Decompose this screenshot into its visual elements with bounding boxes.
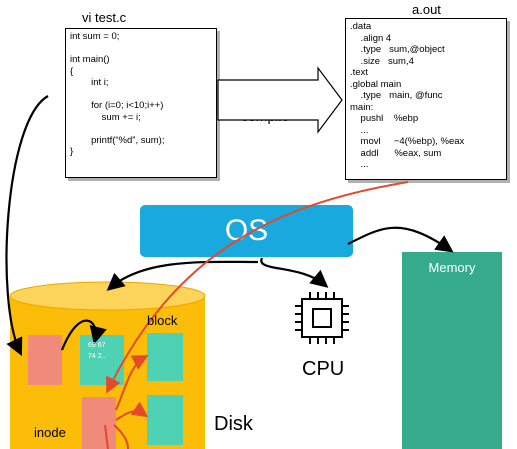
assembly-code-line: pushl %ebp <box>350 113 419 124</box>
os-to-disk-arrow <box>106 260 259 291</box>
source-code-lines: int sum = 0; int main(){ int i; for (i=0;… <box>70 31 212 158</box>
source-code-line: int i; <box>70 77 109 88</box>
assembly-code-line: .size sum,4 <box>350 55 414 67</box>
source-file-title: vi test.c <box>82 10 127 25</box>
source-to-disk-arrow <box>5 95 49 356</box>
assembly-code-line: ... <box>350 124 369 136</box>
inode-block-bottom <box>82 397 116 449</box>
source-code-line: int sum = 0; <box>70 31 120 42</box>
data-block-right-bottom <box>147 395 183 445</box>
cpu-label: CPU <box>302 358 345 380</box>
compile-arrow <box>217 66 343 134</box>
assembly-code-line: addl %eax, sum <box>350 147 442 159</box>
os-to-memory-arrow <box>347 226 454 253</box>
inode-label: inode <box>34 425 66 440</box>
assembly-code-line: ... <box>350 159 369 170</box>
assembly-code-line: .type main, @func <box>350 90 443 101</box>
memory-label: Memory <box>428 260 476 275</box>
source-code-line: printf(“%d”, sum); <box>70 134 165 146</box>
inode-block-top <box>28 335 62 385</box>
source-code-box: int sum = 0; int main(){ int i; for (i=0;… <box>65 28 217 178</box>
inode-to-block-red-arrow-1 <box>115 355 149 411</box>
aout-to-disk-arrow <box>106 181 409 394</box>
os-box: OS <box>140 205 353 257</box>
inode-down-red-arrow-1 <box>104 424 109 449</box>
memory-block: Memory <box>402 252 502 449</box>
inode-to-block-arrow <box>60 319 107 351</box>
assembly-code-line: .data <box>350 21 372 32</box>
assembly-code-line: .text <box>350 67 368 78</box>
assembly-code-box: .data .align 4 .type sum,@object .size s… <box>345 18 507 180</box>
block-label: block <box>147 313 178 328</box>
source-code-line: { <box>70 65 74 77</box>
source-code-line: } <box>70 146 74 157</box>
source-code-line: sum += i; <box>70 111 141 123</box>
disk-label: Disk <box>214 413 253 435</box>
inode-down-red-arrow-2 <box>113 424 129 449</box>
source-code-line: for (i=0; i<10;i++) <box>70 100 164 111</box>
os-to-cpu-arrow <box>260 257 329 288</box>
assembly-code-line: .global main <box>350 78 402 90</box>
source-code-line: int main() <box>70 54 110 65</box>
assembly-code-lines: .data .align 4 .type sum,@object .size s… <box>350 21 502 171</box>
assembly-code-line: movl −4(%ebp), %eax <box>350 136 465 147</box>
os-label: OS <box>224 214 269 247</box>
assembly-code-line: .type sum,@object <box>350 44 445 55</box>
block-content-text-2: 74 2.. <box>88 353 106 360</box>
data-block-right-top <box>147 333 183 381</box>
cpu-icon <box>295 292 349 344</box>
block-content-text-1: 69 67 <box>88 342 106 349</box>
assembly-code-line: main: <box>350 101 374 113</box>
inode-to-block-red-arrow-2 <box>115 401 149 421</box>
assembly-code-line: .align 4 <box>350 32 392 44</box>
binary-file-title: a.out <box>412 2 441 17</box>
